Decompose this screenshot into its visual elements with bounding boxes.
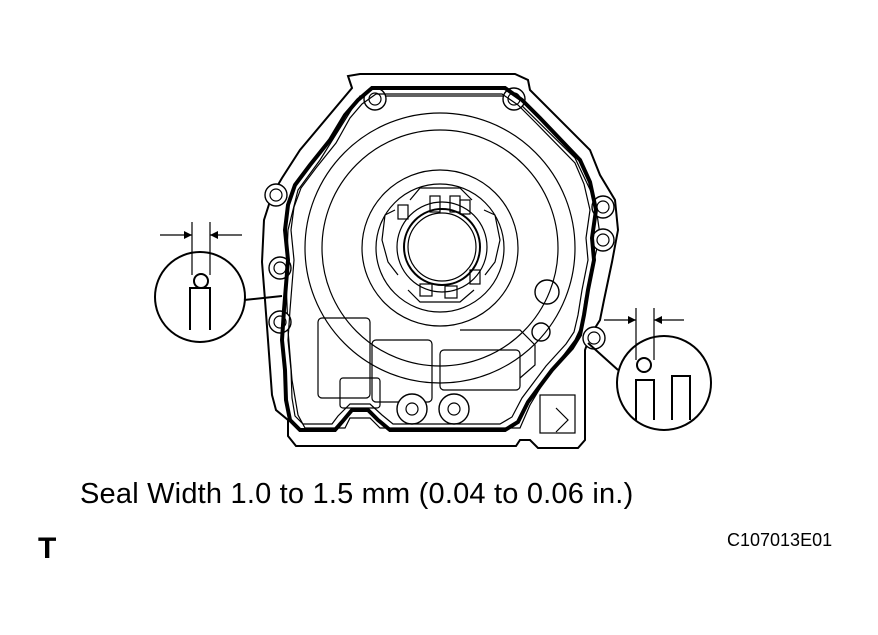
seal-bead-path bbox=[279, 86, 599, 432]
seal-cross-section-detail-right bbox=[587, 308, 712, 431]
seal-width-caption: Seal Width 1.0 to 1.5 mm (0.04 to 0.06 i… bbox=[80, 478, 634, 510]
seal-cross-section-detail-left bbox=[154, 222, 283, 343]
procedure-marker: T bbox=[38, 532, 57, 565]
figure-code: C107013E01 bbox=[727, 530, 833, 550]
oil-pump-cover-icon bbox=[260, 73, 620, 449]
